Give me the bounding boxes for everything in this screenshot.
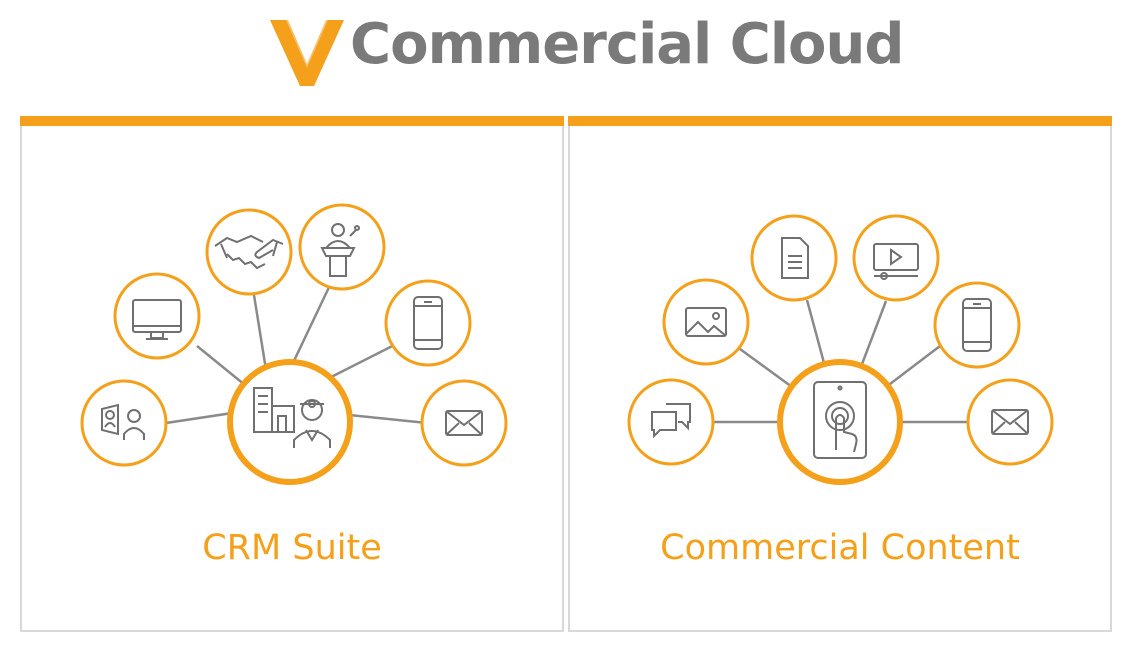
monitor-icon	[113, 272, 201, 360]
page-title: Commercial Cloud	[350, 12, 904, 77]
panel-accent-bar	[20, 116, 564, 126]
commercial-content-panel: Commercial Content	[568, 116, 1112, 632]
handshake-icon	[205, 208, 293, 296]
chat-bubbles-icon	[627, 378, 715, 466]
v-logo-icon	[270, 20, 344, 86]
mobile-phone-icon	[384, 279, 472, 367]
panel-accent-bar	[568, 116, 1112, 126]
mobile-phone-icon	[933, 281, 1021, 369]
tablet-touch-icon	[777, 359, 903, 485]
crm-suite-caption: CRM Suite	[202, 528, 382, 568]
email-icon	[966, 378, 1054, 466]
commercial-content-caption: Commercial Content	[660, 528, 1020, 568]
crm-suite-panel: CRM Suite	[20, 116, 564, 632]
document-icon	[750, 214, 838, 302]
hospital-doctor-icon	[227, 359, 353, 485]
video-player-icon	[852, 214, 940, 302]
image-icon	[662, 278, 750, 366]
header: Commercial Cloud	[0, 0, 1141, 100]
email-icon	[420, 379, 508, 467]
crm-diagram	[80, 203, 508, 485]
meeting-person-icon	[80, 379, 168, 467]
presenter-podium-icon	[298, 203, 386, 291]
content-diagram	[627, 214, 1054, 485]
